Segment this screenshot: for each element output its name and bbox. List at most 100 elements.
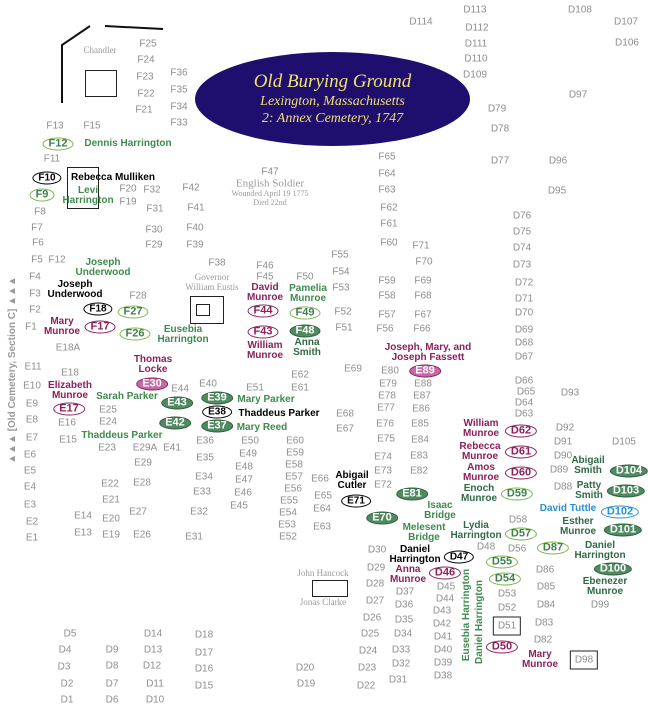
plot-f67[interactable]: F67 <box>414 309 432 321</box>
plot-e53[interactable]: E53 <box>278 519 296 531</box>
plot-f29[interactable]: F29 <box>145 239 163 251</box>
plot-e15[interactable]: E15 <box>59 434 77 446</box>
plot-d64[interactable]: D64 <box>514 397 534 409</box>
plot-e74[interactable]: E74 <box>374 451 392 463</box>
plot-f7[interactable]: F7 <box>31 222 43 234</box>
plot-d82[interactable]: D82 <box>533 634 553 646</box>
plot-e46[interactable]: E46 <box>234 487 252 499</box>
plot-d13[interactable]: D13 <box>143 644 163 656</box>
plot-f56[interactable]: F56 <box>376 323 394 335</box>
plot-e66[interactable]: E66 <box>311 473 329 485</box>
plot-e14[interactable]: E14 <box>74 510 92 522</box>
plot-d1[interactable]: D1 <box>60 694 74 706</box>
plot-d14[interactable]: D14 <box>143 628 163 640</box>
marked-plot-d103[interactable]: D103 <box>606 484 646 498</box>
plot-e19[interactable]: E19 <box>102 529 120 541</box>
plot-e67[interactable]: E67 <box>336 423 354 435</box>
marked-plot-d101[interactable]: D101 <box>603 523 643 537</box>
plot-e45[interactable]: E45 <box>230 500 248 512</box>
plot-d48[interactable]: D48 <box>476 541 496 553</box>
plot-f23[interactable]: F23 <box>136 71 154 83</box>
plot-d51-boxed[interactable]: D51 <box>492 616 522 636</box>
plot-e62[interactable]: E62 <box>291 369 309 381</box>
plot-e58[interactable]: E58 <box>285 459 303 471</box>
plot-e29a[interactable]: E29A <box>132 442 158 454</box>
plot-e86[interactable]: E86 <box>412 403 430 415</box>
plot-d105[interactable]: D105 <box>612 436 636 448</box>
plot-d97[interactable]: D97 <box>568 89 588 101</box>
plot-e82[interactable]: E82 <box>410 465 428 477</box>
marked-plot-d102[interactable]: D102 <box>600 505 640 519</box>
plot-d30[interactable]: D30 <box>367 544 387 556</box>
marked-plot-e43[interactable]: E43 <box>161 396 193 410</box>
plot-d36[interactable]: D36 <box>394 599 414 611</box>
marked-plot-f48[interactable]: F48 <box>289 324 321 338</box>
plot-e61[interactable]: E61 <box>291 382 309 394</box>
marked-plot-e17[interactable]: E17 <box>53 402 85 416</box>
plot-d93[interactable]: D93 <box>560 387 580 399</box>
plot-e6[interactable]: E6 <box>23 449 37 461</box>
plot-e9[interactable]: E9 <box>25 398 39 410</box>
marked-plot-d100[interactable]: D100 <box>593 562 633 576</box>
plot-e59[interactable]: E59 <box>286 447 304 459</box>
plot-e34[interactable]: E34 <box>195 471 213 483</box>
plot-d4[interactable]: D4 <box>58 644 72 656</box>
plot-f35[interactable]: F35 <box>170 84 188 96</box>
plot-e47[interactable]: E47 <box>235 474 253 486</box>
plot-d71[interactable]: D71 <box>514 293 534 305</box>
plot-d45[interactable]: D45 <box>436 581 456 593</box>
plot-d68[interactable]: D68 <box>514 337 534 349</box>
plot-e8[interactable]: E8 <box>25 414 39 426</box>
plot-d20[interactable]: D20 <box>295 662 315 674</box>
plot-d29[interactable]: D29 <box>366 562 386 574</box>
plot-d110[interactable]: D110 <box>464 53 488 65</box>
plot-d40[interactable]: D40 <box>433 644 453 656</box>
marked-plot-f12[interactable]: F12 <box>42 137 74 151</box>
plot-f15[interactable]: F15 <box>83 120 101 132</box>
marked-plot-f44[interactable]: F44 <box>247 304 279 318</box>
plot-f42[interactable]: F42 <box>182 182 200 194</box>
plot-d39[interactable]: D39 <box>433 657 453 669</box>
plot-f66[interactable]: F66 <box>413 323 431 335</box>
marked-plot-d47[interactable]: D47 <box>443 550 475 564</box>
plot-e7[interactable]: E7 <box>25 432 39 444</box>
plot-e3[interactable]: E3 <box>23 499 37 511</box>
plot-f71[interactable]: F71 <box>412 240 430 252</box>
plot-d15[interactable]: D15 <box>194 680 214 692</box>
plot-d19[interactable]: D19 <box>296 678 316 690</box>
plot-e41[interactable]: E41 <box>163 442 181 454</box>
plot-e24[interactable]: E24 <box>99 416 117 428</box>
plot-d17[interactable]: D17 <box>194 647 214 659</box>
plot-d24[interactable]: D24 <box>358 645 378 657</box>
plot-d86[interactable]: D86 <box>535 564 555 576</box>
plot-f68[interactable]: F68 <box>414 290 432 302</box>
marked-plot-d55[interactable]: D55 <box>485 555 519 569</box>
plot-d91[interactable]: D91 <box>553 436 573 448</box>
plot-d44[interactable]: D44 <box>435 593 455 605</box>
plot-f13[interactable]: F13 <box>46 120 64 132</box>
plot-f38[interactable]: F38 <box>208 257 226 269</box>
plot-d58[interactable]: D58 <box>508 514 528 526</box>
plot-d27[interactable]: D27 <box>365 595 385 607</box>
plot-d38[interactable]: D38 <box>433 670 453 682</box>
marked-plot-d50[interactable]: D50 <box>485 640 519 654</box>
marked-plot-f43[interactable]: F43 <box>247 325 279 339</box>
plot-d12[interactable]: D12 <box>142 660 162 672</box>
plot-d95[interactable]: D95 <box>547 185 567 197</box>
plot-f50[interactable]: F50 <box>296 271 314 283</box>
plot-d22[interactable]: D22 <box>356 680 376 692</box>
plot-f4[interactable]: F4 <box>29 271 41 283</box>
plot-f64[interactable]: F64 <box>378 168 396 180</box>
plot-d10[interactable]: D10 <box>145 694 165 706</box>
plot-f65[interactable]: F65 <box>378 151 396 163</box>
plot-e78[interactable]: E78 <box>378 390 396 402</box>
plot-e64[interactable]: E64 <box>313 503 331 515</box>
marked-plot-d54[interactable]: D54 <box>488 572 522 586</box>
plot-e20[interactable]: E20 <box>102 513 120 525</box>
plot-d41[interactable]: D41 <box>433 631 453 643</box>
plot-d33[interactable]: D33 <box>391 644 411 656</box>
plot-d88[interactable]: D88 <box>553 481 573 493</box>
plot-d34[interactable]: D34 <box>393 628 413 640</box>
plot-d66[interactable]: D66 <box>514 375 534 387</box>
plot-d114[interactable]: D114 <box>409 16 433 28</box>
